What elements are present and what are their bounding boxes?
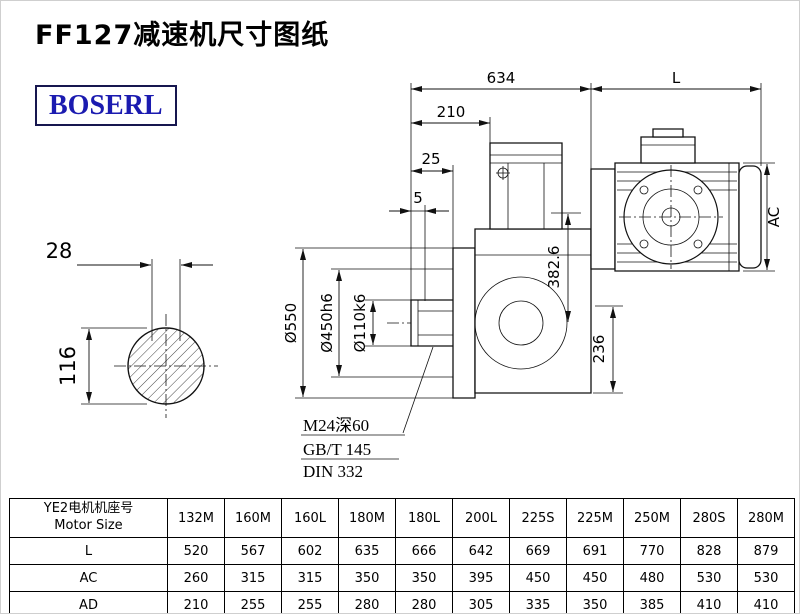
mounting-flange [453, 248, 475, 398]
col-header-280S: 280S [680, 498, 738, 538]
cell-AC-180M: 350 [338, 564, 396, 592]
dim-key-width: 28 [46, 239, 73, 263]
row-label-AC: AC [9, 564, 168, 592]
cell-L-280S: 828 [680, 537, 738, 565]
dim-total-length: 634 [487, 69, 516, 87]
motor-view [591, 129, 761, 271]
col-header-160L: 160L [281, 498, 339, 538]
row-label-L: L [9, 537, 168, 565]
cell-AC-180L: 350 [395, 564, 453, 592]
note-standard-din: DIN 332 [303, 462, 363, 481]
cell-AD-180L: 280 [395, 591, 453, 613]
col-header-280M: 280M [737, 498, 795, 538]
row-label-AD: AD [9, 591, 168, 613]
dim-flange-diameter: Ø550 [282, 303, 300, 343]
cell-L-200L: 642 [452, 537, 510, 565]
cell-L-250M: 770 [623, 537, 681, 565]
cell-AC-225S: 450 [509, 564, 567, 592]
motor-adapter [591, 169, 615, 269]
dim-236: 236 [590, 335, 608, 364]
cell-L-280M: 879 [737, 537, 795, 565]
cell-L-180M: 635 [338, 537, 396, 565]
fan-cover [739, 166, 761, 268]
cell-L-225M: 691 [566, 537, 624, 565]
dimension-lines: 634 L 210 25 5 AC 382.6 [282, 69, 783, 481]
dim-shaft-height: 116 [56, 346, 80, 386]
header-en: Motor Size [54, 518, 123, 533]
housing-tower [490, 143, 562, 229]
shaft-end-view: 28 116 [46, 239, 218, 418]
cell-AC-280M: 530 [737, 564, 795, 592]
col-header-160M: 160M [224, 498, 282, 538]
cell-AC-200L: 395 [452, 564, 510, 592]
cell-AC-225M: 450 [566, 564, 624, 592]
col-header-180L: 180L [395, 498, 453, 538]
cell-AD-225S: 335 [509, 591, 567, 613]
cell-AC-250M: 480 [623, 564, 681, 592]
col-header-225S: 225S [509, 498, 567, 538]
dim-382-6: 382.6 [545, 246, 563, 289]
dim-5: 5 [413, 189, 423, 207]
gearbox-side-view [387, 143, 591, 398]
dim-motor-ac: AC [765, 207, 783, 227]
dim-shaft-diameter: Ø110k6 [351, 294, 369, 353]
cell-AD-132M: 210 [167, 591, 225, 613]
dim-motor-length: L [672, 69, 681, 87]
note-thread: M24深60 [303, 416, 369, 435]
brand-logo: BOSERL [35, 85, 177, 126]
cell-AD-250M: 385 [623, 591, 681, 613]
cell-AC-160M: 315 [224, 564, 282, 592]
col-header-200L: 200L [452, 498, 510, 538]
cell-AD-160M: 255 [224, 591, 282, 613]
cell-L-132M: 520 [167, 537, 225, 565]
cell-L-160L: 602 [281, 537, 339, 565]
cell-AD-225M: 350 [566, 591, 624, 613]
cell-AC-160L: 315 [281, 564, 339, 592]
cell-AC-280S: 530 [680, 564, 738, 592]
cell-L-225S: 669 [509, 537, 567, 565]
cell-AD-280M: 410 [737, 591, 795, 613]
dim-spigot-diameter: Ø450h6 [318, 293, 336, 353]
note-standard-gb: GB/T 145 [303, 440, 371, 459]
cell-AD-200L: 305 [452, 591, 510, 613]
cell-AD-180M: 280 [338, 591, 396, 613]
col-header-250M: 250M [623, 498, 681, 538]
page-title: FF127减速机尺寸图纸 [35, 20, 330, 51]
terminal-box-lid [653, 129, 683, 137]
cell-AD-280S: 410 [680, 591, 738, 613]
col-header-225M: 225M [566, 498, 624, 538]
cell-L-160M: 567 [224, 537, 282, 565]
dim-25: 25 [421, 150, 440, 168]
col-header-132M: 132M [167, 498, 225, 538]
cell-L-180L: 666 [395, 537, 453, 565]
cell-AD-160L: 255 [281, 591, 339, 613]
terminal-box [641, 137, 695, 163]
motor-size-header: YE2电机机座号 Motor Size [9, 498, 168, 538]
dimension-drawing: 28 116 [46, 69, 783, 481]
gearbox-housing [475, 229, 591, 393]
header-cn: YE2电机机座号 [43, 501, 134, 517]
col-header-180M: 180M [338, 498, 396, 538]
cell-AC-132M: 260 [167, 564, 225, 592]
dim-210: 210 [437, 103, 466, 121]
